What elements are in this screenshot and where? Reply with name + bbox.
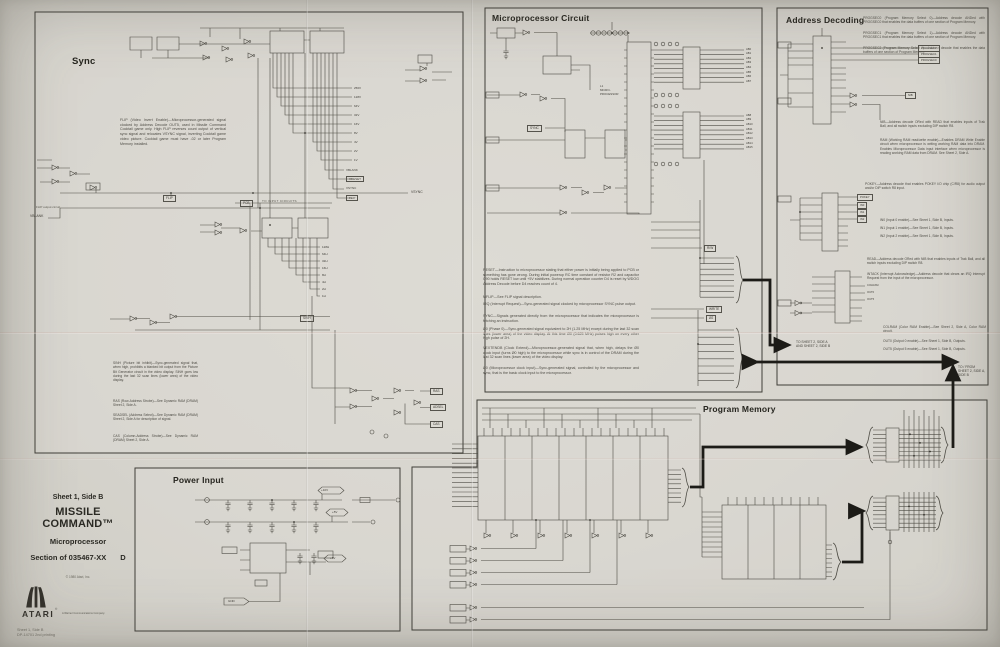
rw-box-label: R/W <box>704 244 717 252</box>
vblank-label: VBLANK <box>30 214 44 218</box>
cas-box-label: CAS <box>430 420 443 428</box>
pcb-box-label: PCB <box>240 199 253 207</box>
out5-note: OUT5 (Output 5 enable)—See Sheet 1, Side… <box>883 347 966 351</box>
progsec0-note: PROGSEC0 (Program Memory Select 0)—Addre… <box>863 16 985 25</box>
ras-note: RAS (Row-Address Strobe)—See Dynamic RAM… <box>113 399 198 408</box>
atari-wordmark: ATARI <box>22 609 55 619</box>
mflip-note: MFLIP—See FLIP signal description. <box>483 295 542 299</box>
bus-caption-line: TO SHEET 2, SIDE A <box>796 340 828 344</box>
to-input-circuits-caption: TO INPUT CIRCUITS <box>262 199 297 203</box>
bus-caption-line: SHEET 2, SIDE A, <box>958 369 986 374</box>
power-input-drawing <box>195 486 401 606</box>
vsync-label: VSYNC <box>411 190 423 194</box>
sync-panel-title: Sync <box>72 56 96 67</box>
cas-note: CAS (Column-Address Strobe)—See Dynamic … <box>113 434 198 443</box>
pokey-note: POKEY—Address decode that enables POKEY … <box>865 182 985 191</box>
footer-sheet: Sheet 1, Side B <box>17 628 44 632</box>
pokey-box-label: POKEY <box>857 193 873 201</box>
read-note: READ—Address decode ORed with NIB that e… <box>867 257 985 266</box>
bus-caption-line: AND SHEET 2, SIDE B <box>796 344 831 349</box>
sinh-box-label: SINH <box>300 314 314 322</box>
section-line: Section of 035467-XX D <box>20 553 136 562</box>
plus5v-label: +5V <box>332 510 338 514</box>
sync-signal-note: SYNC—Signals generated directly from the… <box>483 314 639 323</box>
title-block: Sheet 1, Side B MISSILE COMMAND™ Micropr… <box>20 494 136 579</box>
bus-caption-line: TO / FROM <box>958 365 975 369</box>
flip-output-caption: FLIP output circuit <box>36 205 61 209</box>
in1-box-label: IN1 <box>857 208 868 216</box>
progsec2-note: PROGSEC2 (Program Memory Select 2)—Addre… <box>863 46 985 55</box>
nib-note: NIB—Address decode ORed with READ that e… <box>880 120 985 129</box>
power-input-panel-border <box>134 467 401 632</box>
ram-note: RAM (Working RAM read/write enable)—Enab… <box>880 138 985 156</box>
print-footer: Sheet 1, Side B DP-14701 2nd printing <box>17 628 55 639</box>
junction-dots <box>170 32 931 523</box>
address-decoding-panel-title: Address Decoding <box>786 15 865 25</box>
clock-input-note: Ø0 (Microprocessor clock input)—Sync-gen… <box>483 366 639 375</box>
copyright-line: © 1980 Atari, Inc. <box>65 575 91 579</box>
plus10v-label: +10V <box>321 488 329 492</box>
in0-note: IN0 (Input 0 enable)—See Sheet 1, Side B… <box>880 218 954 222</box>
registered-mark: ® <box>55 607 58 611</box>
bus-destination-caption-1: TO SHEET 2, SIDE A AND SHEET 2, SIDE B <box>796 340 830 348</box>
in2-box-label: IN2 <box>857 215 868 223</box>
bus-destination-caption-2: TO / FROM SHEET 2, SIDE A, SIDE B <box>958 365 985 377</box>
plus5v-reg-label: +5V <box>330 556 336 560</box>
nib-box-label: NIB <box>905 92 916 99</box>
bus-caption-line: SIDE B <box>958 373 969 378</box>
irq-note: IRQ (Interrupt Request)—Sync-generated s… <box>483 302 637 306</box>
sheet-number: Sheet 1, Side B <box>52 494 104 501</box>
microprocessor-panel-border <box>484 7 763 393</box>
footer-printing: DP-14701 2nd printing <box>17 633 55 638</box>
atari-tagline: A Warner Communications Company <box>62 612 105 615</box>
sync-box-label: SYNC <box>527 124 542 132</box>
in1-note: IN1 (Input 1 enable)—See Sheet 1, Side B… <box>880 226 954 230</box>
revision-letter: D <box>120 553 126 562</box>
address-decoding-panel-border <box>776 7 989 386</box>
power-input-panel-title: Power Input <box>173 475 224 485</box>
vextend-note: VEXTENDB (Clock Extend)—Microprocessor-g… <box>483 346 639 360</box>
write-box-label: WRITE <box>706 305 723 313</box>
flip-box-label: FLIP <box>163 194 176 202</box>
out0-note: OUT0 (Output 0 enable)—See Sheet 1, Side… <box>883 339 966 343</box>
microprocessor-panel-title: Microprocessor Circuit <box>492 13 590 23</box>
bus-lines <box>690 278 962 564</box>
progsec1-note: PROGSEC1 (Program Memory Select 1)—Addre… <box>863 31 985 40</box>
section-number: Section of 035467-XX <box>30 553 107 562</box>
ras-box-label: RAS <box>430 387 443 395</box>
game-title: MISSILE COMMAND™ <box>42 506 114 530</box>
reset-note: RESET—Instruction to microprocessor stat… <box>483 268 639 287</box>
progsec0-box-label: PROGSEC0 <box>918 56 940 64</box>
sinh-note: SINH (Picture bit inhibit)—Sync-generate… <box>113 361 198 383</box>
phi2-box-label: Ø2 <box>706 314 717 322</box>
atari-fuji-icon <box>26 586 46 608</box>
colram-note: COLRAM (Color RAM Enable)—See Sheet 2, S… <box>883 325 986 334</box>
phase0-note: Ø0 (Phase 0)—Sync-generated signal equiv… <box>483 327 639 341</box>
in2-note: IN2 (Input 2 enable)—See Sheet 1, Side B… <box>880 234 954 238</box>
intack-note: INTACK (Interrupt Acknowledge)—Address d… <box>867 272 985 281</box>
adsel-note: SEADSEL (Address Select)—See Dynamic RAM… <box>113 413 198 422</box>
sync-circuit-drawing <box>37 27 452 439</box>
in0-box-label: IN0 <box>857 201 868 209</box>
program-memory-panel-title: Program Memory <box>703 404 776 414</box>
gnd-label: GND <box>228 599 235 603</box>
sheet-subtitle: Microprocessor <box>49 537 107 546</box>
address-decoding-drawing <box>777 28 918 324</box>
adsel-box-label: ADSEL <box>430 404 447 412</box>
flip-note: FLIP (Video Invert Enable)—Microprocesso… <box>120 118 226 146</box>
sync-panel-border <box>34 11 464 454</box>
